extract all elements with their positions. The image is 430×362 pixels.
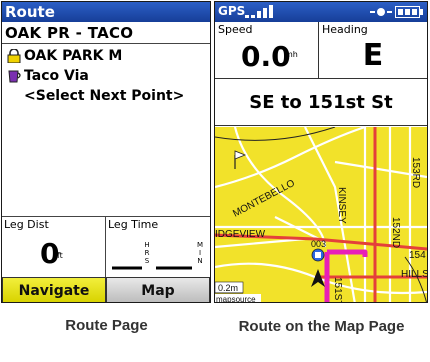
speed-value: 0.0 <box>241 40 291 73</box>
route-point-label: OAK PARK M <box>24 48 123 64</box>
map-label-hills: HILLS <box>401 269 427 280</box>
minutes-unit-glyph: I <box>199 249 201 257</box>
route-point-label: Taco Via <box>24 68 89 84</box>
map-page-caption: Route on the Map Page <box>238 318 405 335</box>
leg-dist-unit: ft <box>57 251 63 260</box>
route-point-list: OAK PARK M Taco Via <Select Next Point> <box>2 46 210 106</box>
map-canvas[interactable]: MONTEBELLO IDGEVIEW 151ST KINSEY 153RD 1… <box>215 127 427 303</box>
route-page-caption: Route Page <box>65 317 148 334</box>
map-label-kinsey: KINSEY <box>336 187 347 224</box>
leg-dist-field[interactable]: Leg Dist 0 ft <box>2 217 106 277</box>
mapsource-label: mapsource <box>216 295 256 303</box>
heading-value: E <box>362 38 384 73</box>
map-view[interactable]: MONTEBELLO IDGEVIEW 151ST KINSEY 153RD 1… <box>215 127 427 303</box>
map-scale: 0.2m <box>215 281 244 294</box>
route-point-oak-park[interactable]: OAK PARK M <box>2 46 210 66</box>
leg-time-blank-value: H R S M I N <box>112 241 203 270</box>
map-label-152nd: 152ND <box>390 217 401 248</box>
backlight-icon <box>370 8 392 16</box>
speed-field[interactable]: Speed 0.0 mh <box>215 22 319 79</box>
speed-unit: mh <box>285 50 298 59</box>
route-point-taco-via[interactable]: Taco Via <box>2 66 210 86</box>
signal-strength-icon <box>245 5 273 18</box>
speed-label: Speed <box>218 23 253 36</box>
route-softkeys: Navigate Map <box>2 277 210 302</box>
road-outlines <box>215 127 427 302</box>
leg-time-label: Leg Time <box>108 218 159 231</box>
taco-via-map-icon[interactable] <box>311 248 325 262</box>
map-label-153rd: 153RD <box>410 157 421 188</box>
map-waypoint-icon[interactable] <box>234 150 247 169</box>
cup-waypoint-icon <box>6 69 22 83</box>
minutes-unit-glyph: M <box>197 241 203 249</box>
direction-text: SE to 151st St <box>215 80 427 126</box>
select-next-point-item[interactable]: <Select Next Point> <box>2 86 210 106</box>
leg-dist-label: Leg Dist <box>4 218 49 231</box>
gps-label: GPS <box>218 4 246 18</box>
map-label-003: 003 <box>311 239 326 249</box>
map-page-screen: GPS Speed 0.0 mh Heading E <box>214 1 428 303</box>
leg-dist-value: 0 <box>40 237 60 270</box>
status-bar: GPS <box>215 2 427 22</box>
route-page-title: Route <box>2 2 210 22</box>
mapsource-brand: mapsource <box>215 294 261 303</box>
navigate-button[interactable]: Navigate <box>2 277 106 302</box>
padlock-waypoint-icon <box>6 48 22 64</box>
hours-unit-glyph: R <box>145 249 150 257</box>
heading-label: Heading <box>322 23 368 36</box>
hours-unit-glyph: S <box>145 257 150 265</box>
minutes-unit-glyph: N <box>197 257 202 265</box>
data-fields: Speed 0.0 mh Heading E <box>215 22 427 79</box>
heading-field[interactable]: Heading E <box>319 22 427 79</box>
route-point-label: <Select Next Point> <box>24 88 185 104</box>
route-page-screen: Route OAK PR - TACO OAK PARK M Taco Via … <box>1 1 211 303</box>
route-name[interactable]: OAK PR - TACO <box>2 22 210 44</box>
major-roads <box>215 127 427 302</box>
map-button[interactable]: Map <box>106 277 210 302</box>
battery-icon <box>395 6 423 18</box>
map-scale-label: 0.2m <box>218 283 238 293</box>
current-position-icon <box>311 269 325 287</box>
leg-data-panel: Leg Dist 0 ft Leg Time H R S M I N <box>2 216 210 277</box>
leg-time-field[interactable]: Leg Time H R S M I N <box>106 217 210 277</box>
map-label-ridgeview: IDGEVIEW <box>215 229 266 240</box>
route-line <box>324 249 368 302</box>
hours-unit-glyph: H <box>144 241 149 249</box>
map-label-151st: 151ST <box>332 277 343 303</box>
map-label-154: 154 <box>409 250 426 261</box>
